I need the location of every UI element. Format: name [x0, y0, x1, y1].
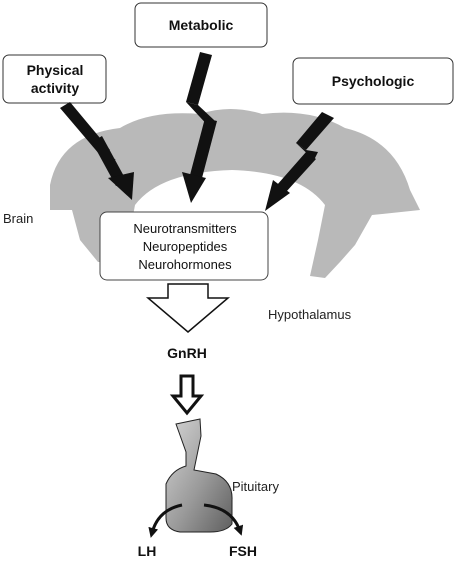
hypothalamus-output-arrow	[145, 283, 231, 333]
metabolic-lightning-arrow	[182, 52, 217, 203]
brain-shape	[50, 109, 420, 278]
fsh-label: FSH	[229, 543, 257, 559]
physical-activity-label-line2: activity	[31, 80, 79, 96]
psychologic-label: Psychologic	[332, 73, 415, 89]
lh-curved-arrow	[148, 503, 183, 538]
metabolic-label: Metabolic	[169, 17, 234, 33]
gnrh-label: GnRH	[167, 345, 207, 361]
psychologic-box	[292, 57, 454, 105]
pituitary-label: Pituitary	[232, 479, 279, 494]
hypothalamus-box	[99, 211, 269, 281]
brain-label: Brain	[3, 211, 33, 226]
physical-lightning-arrow	[60, 102, 134, 200]
neurohormones-text: Neurohormones	[138, 257, 232, 272]
lh-label: LH	[138, 543, 157, 559]
hypothalamus-label: Hypothalamus	[268, 307, 352, 322]
neurotransmitters-text: Neurotransmitters	[133, 221, 237, 236]
physical-activity-label-line1: Physical	[27, 62, 84, 78]
fsh-curved-arrow	[203, 503, 244, 536]
gnrh-arrow	[169, 374, 205, 416]
physical-activity-box	[2, 54, 107, 104]
psychologic-lightning-arrow	[265, 112, 334, 211]
metabolic-box	[134, 2, 268, 48]
neuropeptides-text: Neuropeptides	[143, 239, 228, 254]
pituitary-shape	[165, 418, 233, 533]
